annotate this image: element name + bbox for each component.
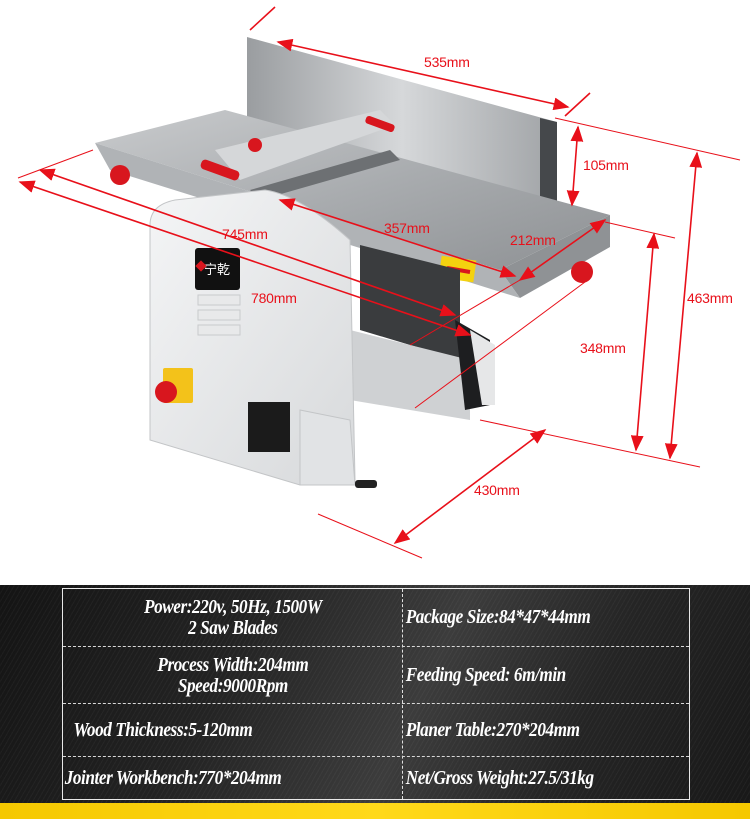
dim-label-base-depth: 430mm [474, 482, 520, 498]
stop-button-icon [155, 381, 177, 403]
dim-label-overall-height: 463mm [687, 290, 733, 306]
spec-planer-table: Planer Table:270*204mm [405, 719, 580, 741]
spec-row: Wood Thickness:5-120mm Planer Table:270*… [63, 703, 689, 757]
dim-label-outfeed-length: 357mm [384, 220, 430, 236]
dim-label-fence-length: 535mm [424, 54, 470, 70]
spec-plate [248, 402, 290, 452]
dim-label-bed-length: 745mm [222, 226, 268, 242]
planer-illustration: 宁乾 [17, 6, 741, 559]
spec-row: Power:220v, 50Hz, 1500W 2 Saw Blades Pac… [63, 589, 689, 646]
spec-process-width: Process Width:204mm Speed:9000Rpm [157, 653, 309, 697]
brand-text: 宁乾 [204, 262, 230, 278]
spec-weight: Net/Gross Weight:27.5/31kg [405, 767, 594, 789]
spec-row: Process Width:204mm Speed:9000Rpm Feedin… [63, 646, 689, 704]
column-divider [402, 589, 403, 799]
dim-label-overall-length: 780mm [251, 290, 297, 306]
accent-footer-bar [0, 803, 750, 819]
product-image: 宁乾 [17, 6, 741, 559]
dim-label-table-width: 212mm [510, 232, 556, 248]
spec-row: Jointer Workbench:770*204mm Net/Gross We… [63, 756, 689, 800]
dimension-lines [17, 6, 741, 559]
spec-package-size: Package Size:84*47*44mm [405, 606, 591, 628]
dim-label-table-height: 348mm [580, 340, 626, 356]
spec-wood-thickness: Wood Thickness:5-120mm [73, 719, 253, 741]
spec-table: Power:220v, 50Hz, 1500W 2 Saw Blades Pac… [62, 588, 690, 800]
spec-power: Power:220v, 50Hz, 1500W 2 Saw Blades [143, 595, 322, 639]
spec-panel: Power:220v, 50Hz, 1500W 2 Saw Blades Pac… [0, 585, 750, 819]
dim-label-fence-height: 105mm [583, 157, 629, 173]
spec-feeding-speed: Feeding Speed: 6m/min [405, 664, 567, 686]
spec-jointer-workbench: Jointer Workbench:770*204mm [64, 767, 282, 789]
